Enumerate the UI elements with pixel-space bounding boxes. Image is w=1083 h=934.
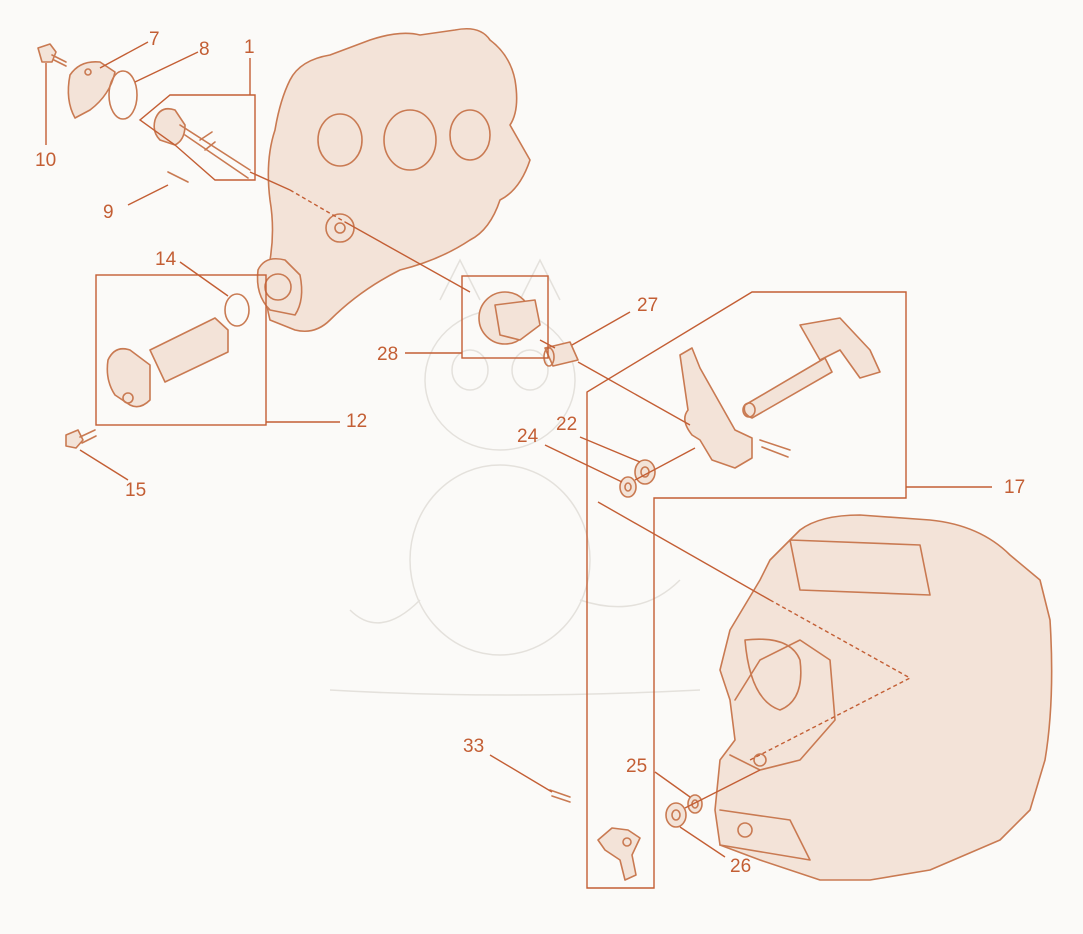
callout-7: 7 <box>149 29 160 50</box>
leader-15 <box>79 449 129 481</box>
gear-28 <box>478 291 541 345</box>
callout-27: 27 <box>637 295 659 316</box>
callout-8: 8 <box>199 39 210 60</box>
lever-33 <box>549 789 641 881</box>
leader-8 <box>134 51 199 83</box>
callout-10: 10 <box>35 150 57 171</box>
callout-28: 28 <box>377 344 399 365</box>
callout-9: 9 <box>103 202 114 223</box>
axis-line-washers <box>634 447 696 481</box>
axis-dash-upper <box>289 189 346 223</box>
leader-27 <box>571 311 631 346</box>
callout-17: 17 <box>1004 477 1026 498</box>
callout-12: 12 <box>346 411 368 432</box>
frame-group-17 <box>586 291 907 889</box>
callout-1: 1 <box>244 37 255 58</box>
gear-cover-plate <box>256 27 531 333</box>
axis-line-to-crankcase <box>597 501 771 601</box>
axis-line-lower <box>684 769 761 809</box>
leader-33 <box>489 754 553 793</box>
callout-15: 15 <box>125 480 147 501</box>
leader-9 <box>127 184 169 206</box>
valve-assembly-12 <box>65 293 250 449</box>
leader-24 <box>544 444 623 483</box>
axis-line-upper <box>249 171 291 191</box>
frame-group-12 <box>95 274 267 426</box>
leader-22 <box>579 436 641 463</box>
frame-group-1 <box>138 94 256 181</box>
callout-14: 14 <box>155 249 177 270</box>
lever-assembly-17 <box>679 317 881 469</box>
leader-25 <box>654 771 691 798</box>
leader-14 <box>179 261 229 297</box>
crankcase <box>714 514 1053 881</box>
axis-dash-crankcase <box>749 599 912 761</box>
sleeve-27 <box>543 341 579 367</box>
shaft-assembly-1 <box>153 107 251 179</box>
callout-33: 33 <box>463 736 485 757</box>
callout-24: 24 <box>517 426 539 447</box>
frame-group-28 <box>461 275 549 359</box>
leader-26 <box>679 826 726 858</box>
callout-25: 25 <box>626 756 648 777</box>
leader-7 <box>99 41 149 69</box>
axis-line-mid <box>344 221 691 426</box>
small-parts-top-left <box>37 43 189 183</box>
callout-26: 26 <box>730 856 752 877</box>
callout-22: 22 <box>556 414 578 435</box>
washers-25-26 <box>665 794 703 828</box>
